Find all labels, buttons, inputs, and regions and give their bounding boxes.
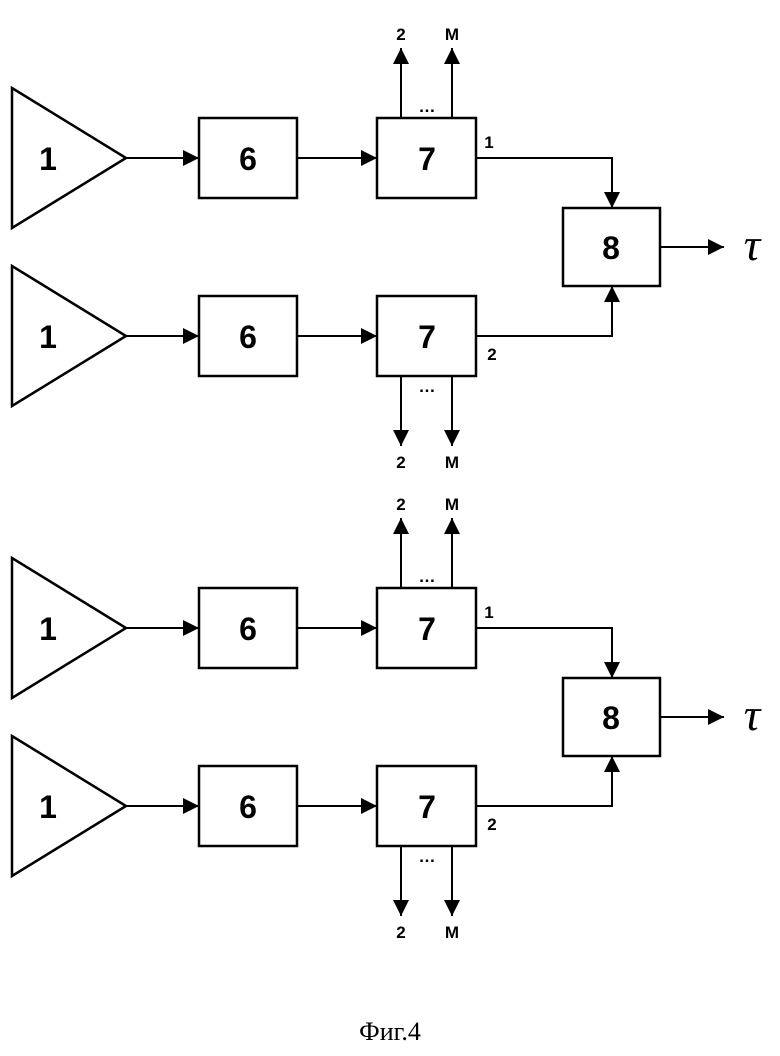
row-top: 1 6 7 … 2 M: [12, 25, 476, 228]
extra-output-label-m: M: [445, 453, 459, 472]
output-tau-label: τ: [744, 689, 762, 740]
extra-output-ellipsis: …: [419, 847, 436, 866]
circuit-2: 167…2M167…2M812τ: [12, 495, 762, 942]
filter-label: 6: [239, 789, 257, 825]
port-label-2: 2: [487, 345, 496, 364]
port-label-2: 2: [487, 815, 496, 834]
filter-label: 6: [239, 141, 257, 177]
extra-output-label-2: 2: [396, 495, 405, 514]
wire-top-to-combiner: [476, 628, 612, 678]
output-tau-label: τ: [744, 219, 762, 270]
distributor-label: 7: [418, 141, 436, 177]
extra-output-label-2: 2: [396, 25, 405, 44]
distributor-label: 7: [418, 319, 436, 355]
figure-caption: Фиг.4: [359, 1017, 421, 1046]
extra-output-label-2: 2: [396, 923, 405, 942]
amplifier-label: 1: [39, 141, 57, 177]
amplifier-label: 1: [39, 611, 57, 647]
wire-bottom-to-combiner: [476, 756, 612, 806]
port-label-1: 1: [484, 603, 493, 622]
circuits-group: 167…2M167…2M812τ167…2M167…2M812τ: [12, 25, 762, 942]
row-bottom: 1 6 7 … 2 M: [12, 266, 476, 472]
amplifier-triangle: [12, 266, 126, 406]
amplifier-label: 1: [39, 789, 57, 825]
amplifier-triangle: [12, 736, 126, 876]
extra-output-label-m: M: [445, 25, 459, 44]
filter-label: 6: [239, 319, 257, 355]
extra-output-ellipsis: …: [419, 97, 436, 116]
extra-output-label-m: M: [445, 495, 459, 514]
filter-label: 6: [239, 611, 257, 647]
combiner-group: 8 1 2 τ: [476, 603, 762, 834]
extra-output-label-m: M: [445, 923, 459, 942]
combiner-label: 8: [602, 230, 620, 266]
distributor-label: 7: [418, 611, 436, 647]
combiner-group: 8 1 2 τ: [476, 133, 762, 364]
wire-bottom-to-combiner: [476, 286, 612, 336]
port-label-1: 1: [484, 133, 493, 152]
extra-output-ellipsis: …: [419, 567, 436, 586]
distributor-label: 7: [418, 789, 436, 825]
extra-output-ellipsis: …: [419, 377, 436, 396]
amplifier-label: 1: [39, 319, 57, 355]
combiner-label: 8: [602, 700, 620, 736]
circuit-1: 167…2M167…2M812τ: [12, 25, 762, 472]
row-bottom: 1 6 7 … 2 M: [12, 736, 476, 942]
extra-output-label-2: 2: [396, 453, 405, 472]
row-top: 1 6 7 … 2 M: [12, 495, 476, 698]
amplifier-triangle: [12, 88, 126, 228]
wire-top-to-combiner: [476, 158, 612, 208]
amplifier-triangle: [12, 558, 126, 698]
